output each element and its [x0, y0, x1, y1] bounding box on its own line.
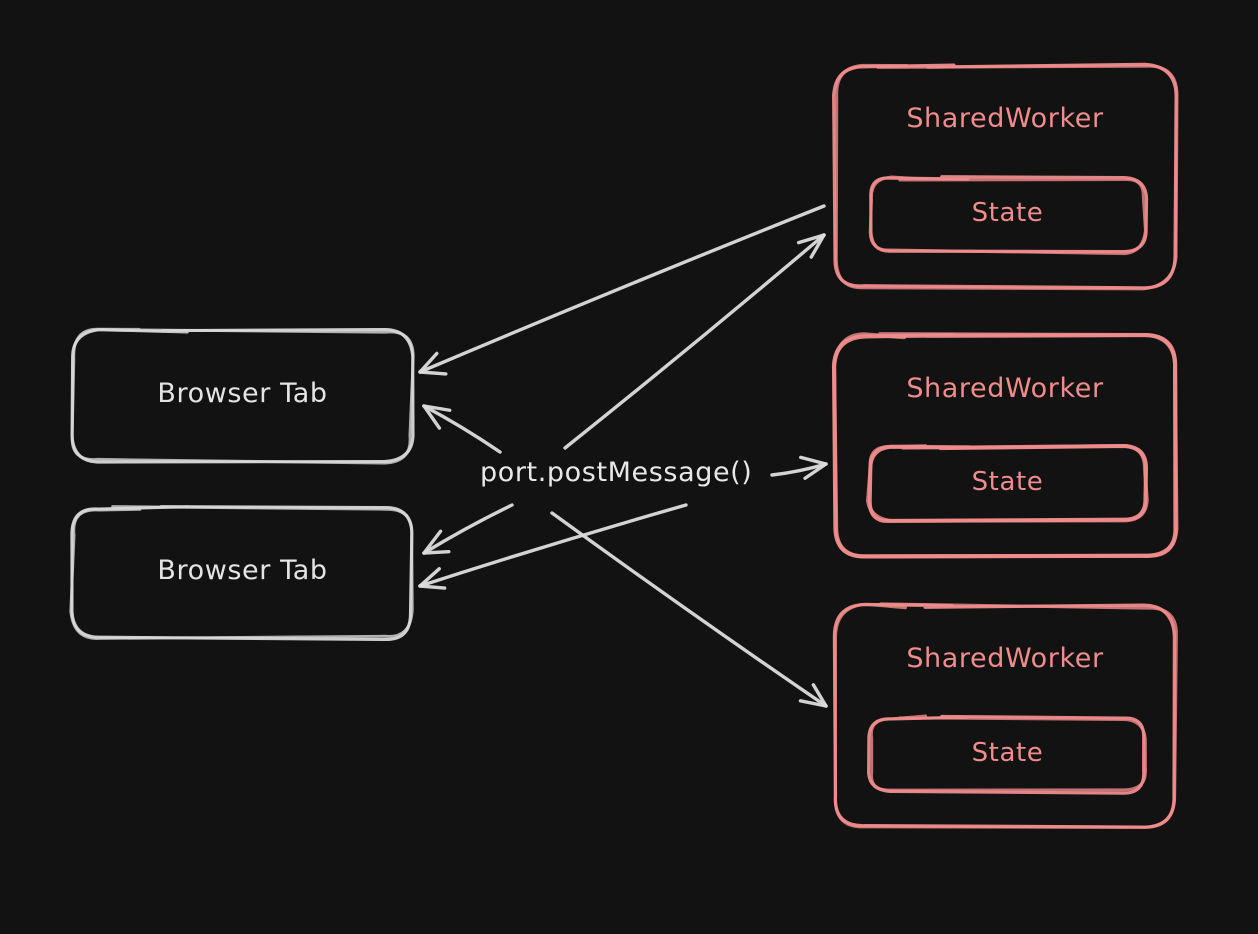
- arrow-label-to-worker1: [563, 233, 826, 450]
- arrow-label-to-worker3: [550, 511, 828, 708]
- arrow-label-to-tab1: [422, 404, 502, 454]
- sharedworker-1-shape: [832, 62, 1179, 291]
- arrow-worker1-to-tab1: [418, 204, 826, 376]
- arrow-label-to-worker2: [770, 455, 828, 480]
- sharedworker-2-shape: [831, 332, 1179, 559]
- browser-tab-1-shape: [70, 327, 415, 465]
- arrow-label-to-tab2: [422, 503, 514, 555]
- sharedworker-2-state-shape: [865, 443, 1149, 523]
- arrow-worker-to-tab2: [418, 503, 688, 590]
- sharedworker-3-shape: [832, 602, 1178, 829]
- browser-tab-2-shape: [69, 505, 414, 642]
- sharedworker-1-state-shape: [868, 175, 1149, 256]
- sharedworker-3-state-shape: [867, 714, 1148, 795]
